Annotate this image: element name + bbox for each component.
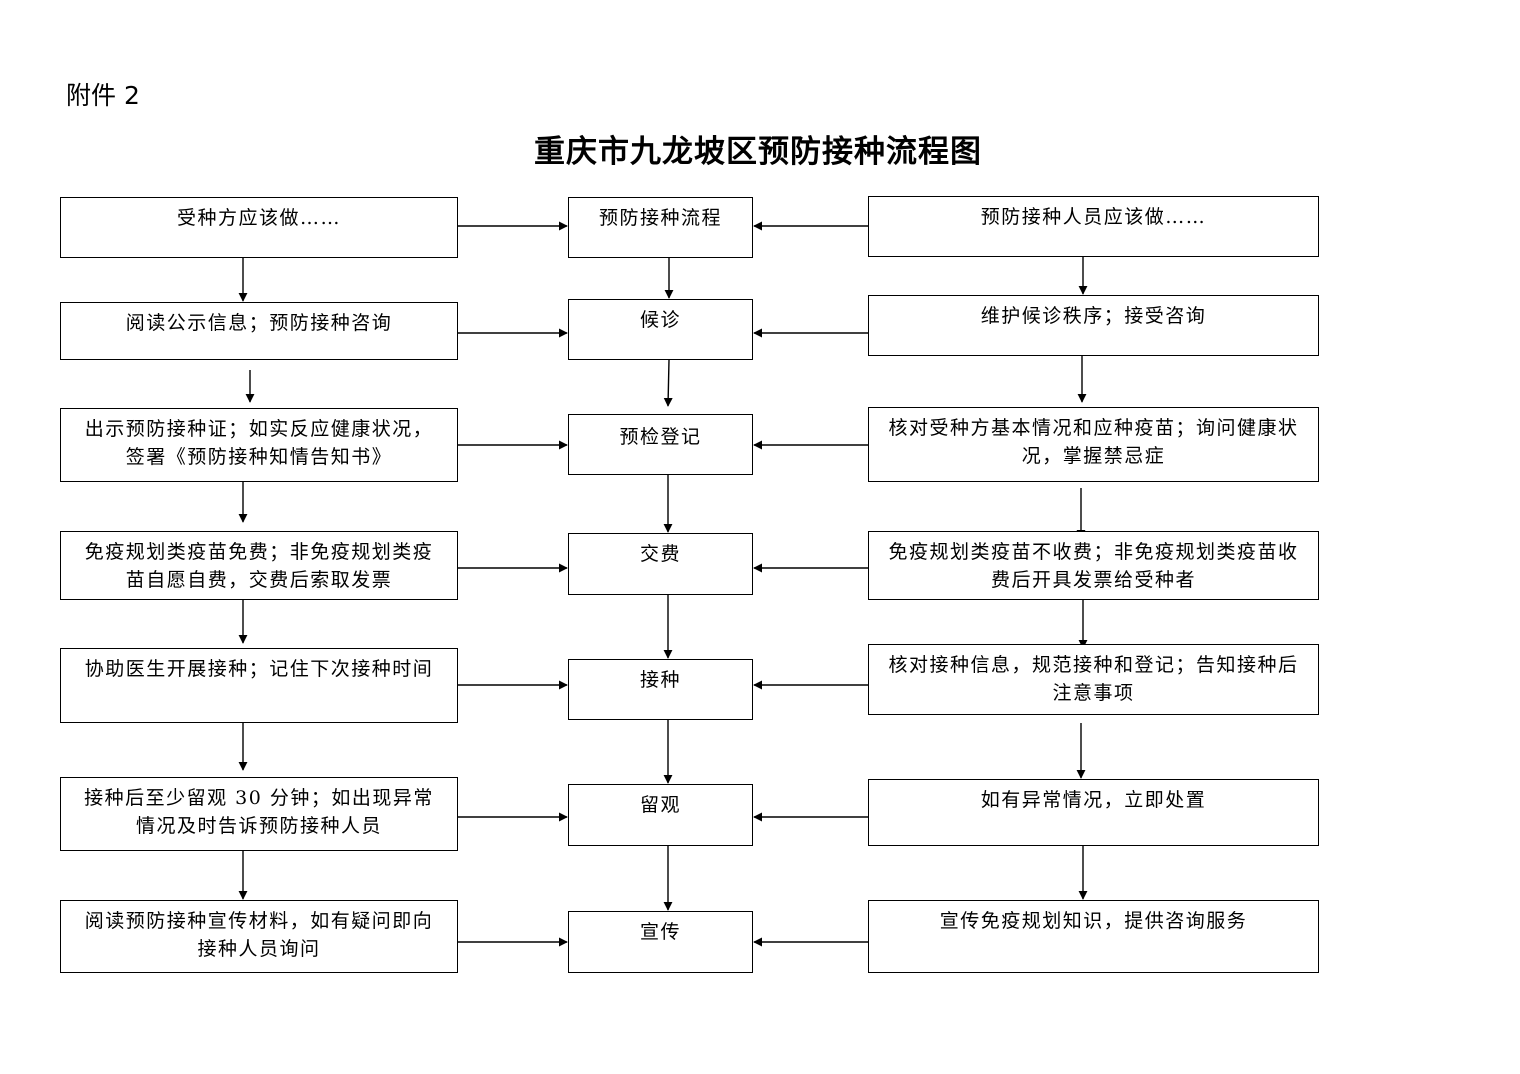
attachment-label: 附件 2 — [66, 81, 140, 110]
right-box-1: 预防接种人员应该做…… — [868, 196, 1319, 257]
right-box-2: 维护候诊秩序；接受咨询 — [868, 295, 1319, 356]
mid-box-3: 预检登记 — [568, 414, 753, 475]
mid-box-4: 交费 — [568, 533, 753, 595]
right-box-4: 免疫规划类疫苗不收费；非免疫规划类疫苗收费后开具发票给受种者 — [868, 531, 1319, 600]
left-box-5: 协助医生开展接种；记住下次接种时间 — [60, 648, 458, 723]
mid-box-2: 候诊 — [568, 299, 753, 360]
right-box-3: 核对受种方基本情况和应种疫苗；询问健康状况，掌握禁忌症 — [868, 407, 1319, 482]
left-box-1: 受种方应该做…… — [60, 197, 458, 258]
left-box-7: 阅读预防接种宣传材料，如有疑问即向接种人员询问 — [60, 900, 458, 973]
left-box-4: 免疫规划类疫苗免费；非免疫规划类疫苗自愿自费，交费后索取发票 — [60, 531, 458, 600]
left-box-6: 接种后至少留观 30 分钟；如出现异常情况及时告诉预防接种人员 — [60, 777, 458, 851]
right-box-7: 宣传免疫规划知识，提供咨询服务 — [868, 900, 1319, 973]
mid-box-1: 预防接种流程 — [568, 197, 753, 258]
page-title: 重庆市九龙坡区预防接种流程图 — [534, 134, 982, 170]
mid-box-7: 宣传 — [568, 911, 753, 973]
mid-box-6: 留观 — [568, 784, 753, 846]
mid-box-5: 接种 — [568, 659, 753, 720]
left-box-2: 阅读公示信息；预防接种咨询 — [60, 302, 458, 360]
right-box-5: 核对接种信息，规范接种和登记；告知接种后注意事项 — [868, 644, 1319, 715]
right-box-6: 如有异常情况，立即处置 — [868, 779, 1319, 846]
left-box-3: 出示预防接种证；如实反应健康状况，签署《预防接种知情告知书》 — [60, 408, 458, 482]
arrow-mid-down-2 — [663, 359, 673, 407]
